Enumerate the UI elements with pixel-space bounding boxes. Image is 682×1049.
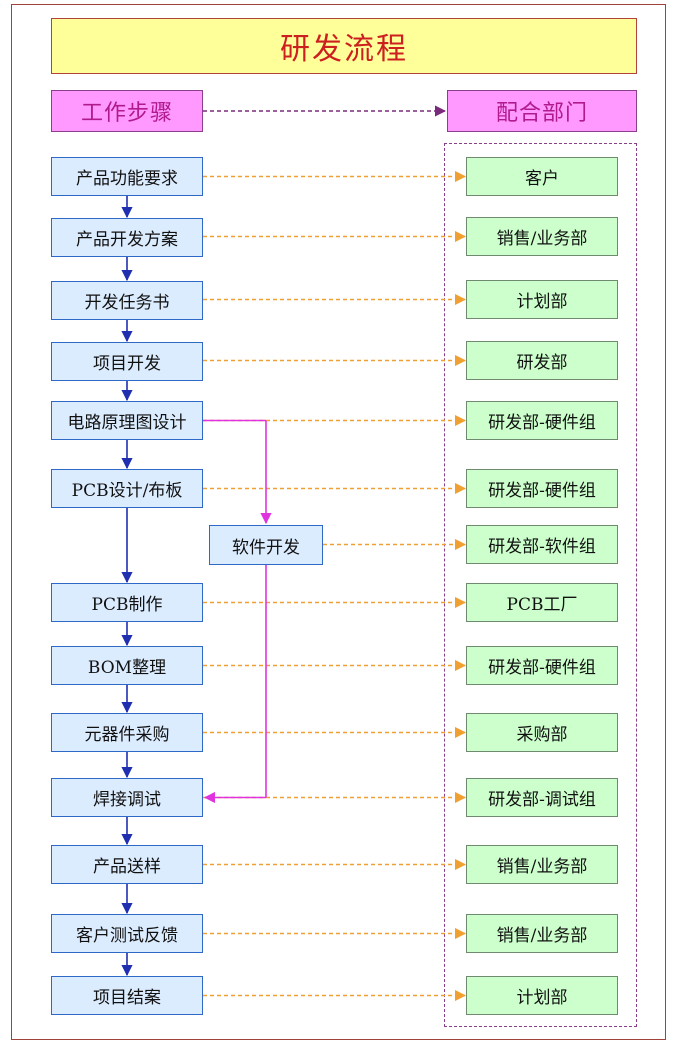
- departments-header: 配合部门: [447, 90, 637, 132]
- department-box: 客户: [466, 157, 618, 196]
- department-box: 采购部: [466, 713, 618, 752]
- step-box: 焊接调试: [51, 778, 203, 817]
- step-box: BOM整理: [51, 646, 203, 685]
- department-box: 销售/业务部: [466, 914, 618, 953]
- step-box: 项目结案: [51, 976, 203, 1015]
- department-box: PCB工厂: [466, 583, 618, 622]
- steps-header: 工作步骤: [51, 90, 203, 132]
- step-box: PCB制作: [51, 583, 203, 622]
- department-box: 计划部: [466, 976, 618, 1015]
- step-box: PCB设计/布板: [51, 469, 203, 508]
- department-box: 研发部-硬件组: [466, 469, 618, 508]
- department-box: 计划部: [466, 280, 618, 319]
- software-development-step: 软件开发: [209, 525, 323, 565]
- step-box: 电路原理图设计: [51, 401, 203, 440]
- department-box: 研发部-硬件组: [466, 401, 618, 440]
- step-box: 元器件采购: [51, 713, 203, 752]
- step-box: 产品开发方案: [51, 218, 203, 257]
- department-box: 研发部-软件组: [466, 525, 618, 564]
- department-box: 研发部-硬件组: [466, 646, 618, 685]
- page-frame: [11, 4, 666, 1040]
- step-box: 产品功能要求: [51, 157, 203, 196]
- department-box: 研发部: [466, 341, 618, 380]
- department-box: 销售/业务部: [466, 217, 618, 256]
- department-box: 研发部-调试组: [466, 778, 618, 817]
- department-box: 销售/业务部: [466, 845, 618, 884]
- step-box: 项目开发: [51, 342, 203, 381]
- step-box: 开发任务书: [51, 281, 203, 320]
- step-box: 客户测试反馈: [51, 914, 203, 953]
- step-box: 产品送样: [51, 845, 203, 884]
- diagram-title: 研发流程: [51, 18, 637, 74]
- departments-panel: [444, 143, 637, 1027]
